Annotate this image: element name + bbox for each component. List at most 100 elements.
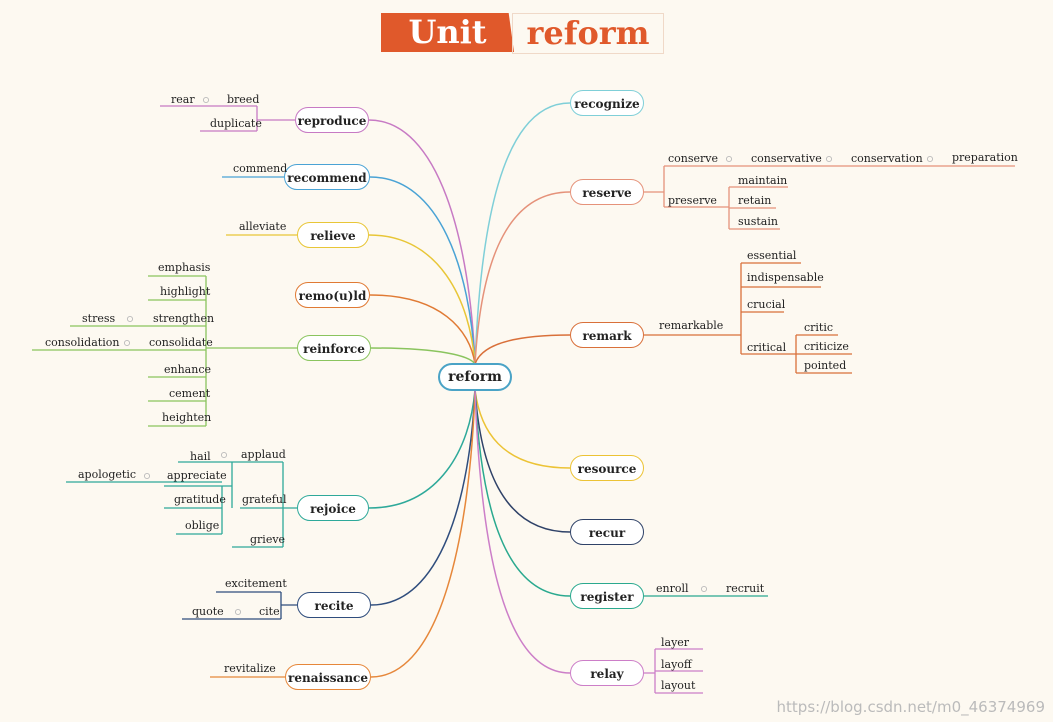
leaf-crucial: crucial [747,298,786,311]
branch-link-recite [370,389,476,606]
leaf-recruit: recruit [726,582,765,595]
leaf-hail: hail [190,450,211,463]
root-node[interactable]: reform [438,363,512,391]
leaf-conservative: conservative [751,152,822,165]
branch-link-register [474,389,571,597]
leaf-alleviate: alleviate [239,220,287,233]
branch-recognize[interactable]: recognize [570,90,644,116]
marker-apologetic [143,472,151,480]
marker-stress [126,315,134,323]
branch-relay[interactable]: relay [570,660,644,686]
marker-hail [220,451,228,459]
branch-reserve[interactable]: reserve [570,179,644,205]
leaf-highlight: highlight [160,285,211,298]
leaf-retain: retain [738,194,772,207]
branch-remould[interactable]: remo(u)ld [295,282,370,308]
leaf-preserve: preserve [668,194,717,207]
branch-link-rejoice [368,389,476,509]
branch-reproduce[interactable]: reproduce [295,107,369,133]
tree-reinforce-trunk [205,276,297,426]
leaf-rear: rear [171,93,195,106]
branch-relieve[interactable]: relieve [297,222,369,248]
watermark: https://blog.csdn.net/m0_46374969 [776,698,1045,716]
marker-enroll [700,585,708,593]
tree-rejoice-misc [66,461,232,483]
leaf-maintain: maintain [738,174,788,187]
branch-resource[interactable]: resource [570,455,644,481]
branch-link-relay [474,389,571,674]
tree-reserve [644,165,1015,208]
branch-link-resource [474,389,571,469]
branch-link-remark [474,334,571,365]
leaf-criticize: criticize [804,340,849,353]
leaf-quote: quote [192,605,224,618]
leaf-layout: layout [661,679,696,692]
branch-recommend[interactable]: recommend [284,164,370,190]
leaf-layoff: layoff [661,658,692,671]
marker-rear [202,96,210,104]
branch-link-recur [474,389,571,533]
leaf-sustain: sustain [738,215,778,228]
branch-link-renaissance [370,389,476,678]
tree-recite [182,591,297,620]
tree-reinforce-syn [32,325,148,351]
leaf-consolidation: consolidation [45,336,120,349]
tree-critical [795,334,852,374]
leaf-cite: cite [259,605,280,618]
marker-conserve [725,155,733,163]
leaf-conserve: conserve [668,152,719,165]
marker-quote [234,608,242,616]
leaf-enhance: enhance [164,363,211,376]
marker-consolidation [123,339,131,347]
branch-recur[interactable]: recur [570,519,644,545]
leaf-grateful: grateful [242,493,287,506]
leaf-gratitude: gratitude [174,493,226,506]
branch-link-reproduce [368,119,476,365]
leaf-heighten: heighten [162,411,212,424]
leaf-oblige: oblige [185,519,220,532]
branch-link-relieve [368,234,476,365]
leaf-commend: commend [233,162,288,175]
leaf-cement: cement [169,387,211,400]
leaf-strengthen: strengthen [153,312,215,325]
leaf-breed: breed [227,93,260,106]
branch-rejoice[interactable]: rejoice [297,495,369,521]
leaf-applaud: applaud [241,448,286,461]
leaf-critical: critical [747,341,787,354]
leaf-stress: stress [82,312,116,325]
word-title: reform [512,13,664,54]
leaf-excitement: excitement [225,577,287,590]
branch-reinforce[interactable]: reinforce [297,335,371,361]
leaf-pointed: pointed [804,359,847,372]
leaf-enroll: enroll [656,582,689,595]
marker-conservation [926,155,934,163]
tree-reproduce [160,105,295,132]
branch-register[interactable]: register [570,583,644,609]
leaf-essential: essential [747,249,797,262]
leaf-grieve: grieve [250,533,286,546]
branch-link-reinforce [370,347,476,365]
leaf-apologetic: apologetic [78,468,137,481]
leaf-remarkable: remarkable [659,319,724,332]
branch-link-reserve [474,191,571,365]
branch-link-remould [369,294,476,365]
branch-renaissance[interactable]: renaissance [285,664,371,690]
branch-link-recommend [369,176,476,365]
tree-remark [644,262,821,355]
leaf-conservation: conservation [851,152,923,165]
leaf-consolidate: consolidate [149,336,213,349]
unit-title: Unit 16 [381,13,514,52]
leaf-layer: layer [661,636,690,649]
tree-relay [644,648,703,694]
branch-recite[interactable]: recite [297,592,371,618]
branch-link-recognize [474,102,571,365]
leaf-appreciate: appreciate [167,469,227,482]
tree-rejoice-grateful [164,485,232,535]
leaf-indispensable: indispensable [747,271,824,284]
branch-remark[interactable]: remark [570,322,644,348]
leaf-duplicate: duplicate [210,117,262,130]
tree-preserve [728,186,788,230]
leaf-preparation: preparation [952,151,1018,164]
